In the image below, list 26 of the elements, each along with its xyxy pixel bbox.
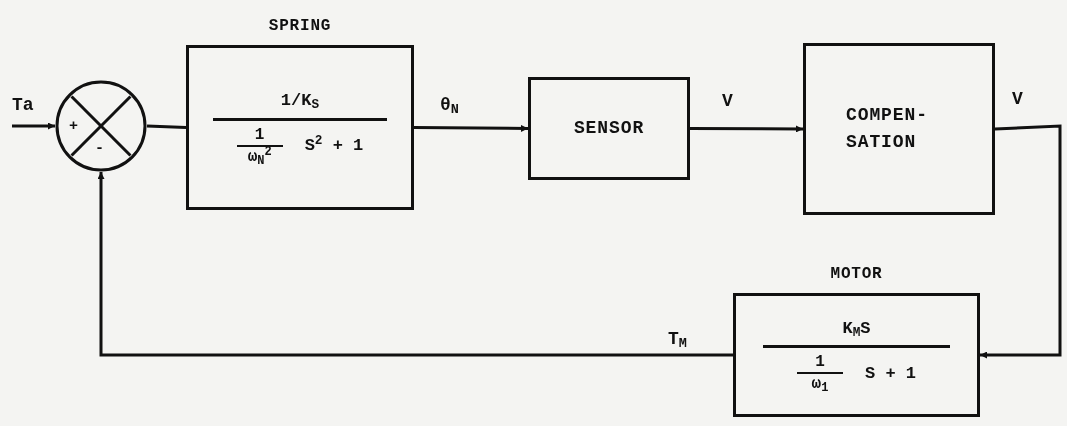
denominator: ω$_{1}$ [811,374,829,395]
signal-arrow [980,124,1062,359]
edge-label: T$_{M}$ [668,328,687,353]
edge-label: θ$_{N}$ [440,94,459,119]
numerator: 1 [254,124,265,145]
signal-arrow [97,172,733,357]
sign-label: - [95,140,104,157]
block-title: SPRING [268,16,332,37]
block-title: MOTOR [830,264,883,285]
numerator: K$_{M}$S [842,317,871,342]
signal-arrow [12,122,55,130]
numerator: 1/K$_{S}$ [280,90,320,114]
sign-label: + [69,118,78,135]
numerator: 1 [815,352,825,373]
denominator: S$^{2}$ + 1 [304,133,364,157]
summing-junction [55,80,147,172]
block-label: COMPEN- SATION [846,104,929,154]
process-box [528,77,690,180]
signal-arrow [414,124,528,132]
denominator: S + 1 [865,362,916,385]
edge-label: Ta [12,94,34,117]
signal-arrow [690,125,803,133]
edge-label: V [722,90,733,113]
edge-label: V [1012,88,1023,111]
block-label: SENSOR [573,117,645,140]
process-box [803,43,995,215]
